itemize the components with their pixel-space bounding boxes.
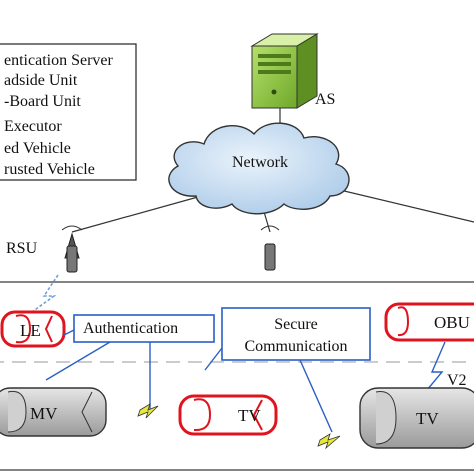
link-secure-tv-right — [299, 359, 333, 433]
secure-communication-box — [221, 307, 371, 361]
legend-item-authentication-server: entication Server — [4, 52, 114, 69]
cloud-icon — [168, 122, 350, 215]
legend-item-on-board-unit: -Board Unit — [4, 93, 81, 110]
link-secure-tv — [204, 347, 223, 371]
rsu-antenna-left — [61, 225, 83, 273]
vehicle-le-label: LE — [20, 321, 41, 340]
lightning-mv-tv — [137, 403, 159, 419]
network-label: Network — [232, 154, 288, 171]
authentication-box — [73, 314, 215, 343]
vehicle-tv-mid — [178, 394, 278, 436]
legend: entication Server adside Unit -Board Uni… — [0, 43, 137, 181]
link-auth-mv-2 — [45, 341, 111, 381]
rsu-antenna-mid — [260, 225, 280, 271]
legend-item-malicious-vehicle: ed Vehicle — [4, 140, 71, 157]
vehicle-obu — [384, 302, 474, 342]
legend-item-executor: Executor — [4, 118, 62, 135]
wireless-link-rsu-le — [31, 274, 59, 313]
vehicle-obu-label: OBU — [434, 313, 470, 332]
vehicle-tv-right-label: TV — [416, 409, 439, 428]
vehicle-tv-right — [359, 387, 474, 449]
secure-label-line2: Communication — [244, 338, 347, 355]
vehicle-le — [0, 310, 66, 348]
rsu-label: RSU — [6, 240, 38, 257]
lightning-tv-tv — [317, 433, 341, 450]
link-le-auth — [63, 329, 75, 336]
authentication-label: Authentication — [83, 320, 178, 337]
legend-frame — [0, 43, 137, 181]
vehicle-tv-mid-label: TV — [238, 406, 261, 425]
cloud-rsu-left-link — [71, 194, 206, 233]
legend-item-trusted-vehicle: rusted Vehicle — [4, 161, 95, 178]
legend-item-roadside-unit: adside Unit — [4, 72, 78, 89]
link-obu-tv — [421, 341, 446, 397]
vehicle-mv — [0, 387, 107, 437]
server-label: AS — [315, 91, 335, 108]
cloud-rsu-right-link — [339, 189, 474, 223]
vehicle-mv-label: MV — [30, 404, 58, 423]
road — [0, 281, 474, 471]
v2-label: V2 — [447, 372, 467, 389]
server-icon — [250, 33, 319, 109]
secure-label-line1: Secure — [274, 316, 318, 333]
